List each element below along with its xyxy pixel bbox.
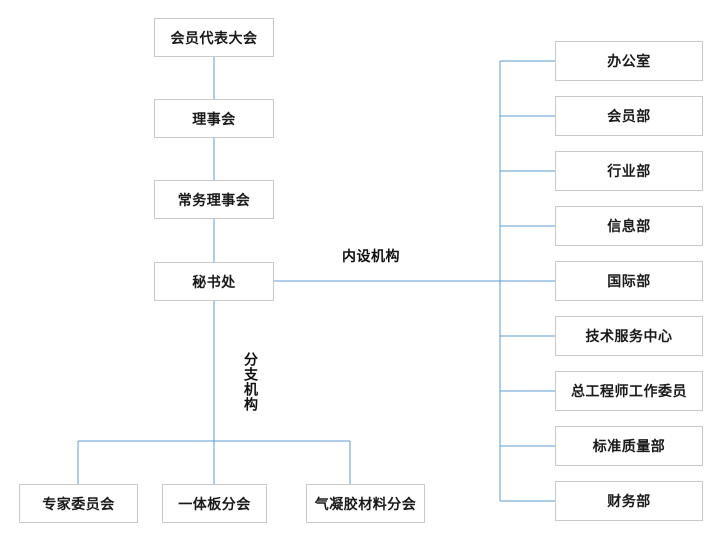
node-membership-dept[interactable]: 会员部 (555, 96, 703, 136)
node-aerogel-material-branch[interactable]: 气凝胶材料分会 (306, 484, 425, 523)
caption-internal-departments: 内设机构 (342, 246, 400, 266)
node-standards-quality-dept[interactable]: 标准质量部 (555, 426, 703, 466)
node-integrated-panel-branch[interactable]: 一体板分会 (162, 484, 267, 523)
node-chief-engineer-committee[interactable]: 总工程师工作委员 (555, 371, 703, 411)
node-secretariat[interactable]: 秘书处 (154, 262, 274, 301)
caption-branch-organizations: 分支机构 (243, 352, 259, 412)
node-general-assembly[interactable]: 会员代表大会 (154, 18, 274, 57)
node-finance-dept[interactable]: 财务部 (555, 481, 703, 521)
node-expert-committee[interactable]: 专家委员会 (19, 484, 138, 523)
node-office[interactable]: 办公室 (555, 41, 703, 81)
node-industry-dept[interactable]: 行业部 (555, 151, 703, 191)
node-information-dept[interactable]: 信息部 (555, 206, 703, 246)
node-international-dept[interactable]: 国际部 (555, 261, 703, 301)
node-technical-service-center[interactable]: 技术服务中心 (555, 316, 703, 356)
node-standing-council[interactable]: 常务理事会 (154, 180, 274, 219)
node-council[interactable]: 理事会 (154, 99, 274, 138)
